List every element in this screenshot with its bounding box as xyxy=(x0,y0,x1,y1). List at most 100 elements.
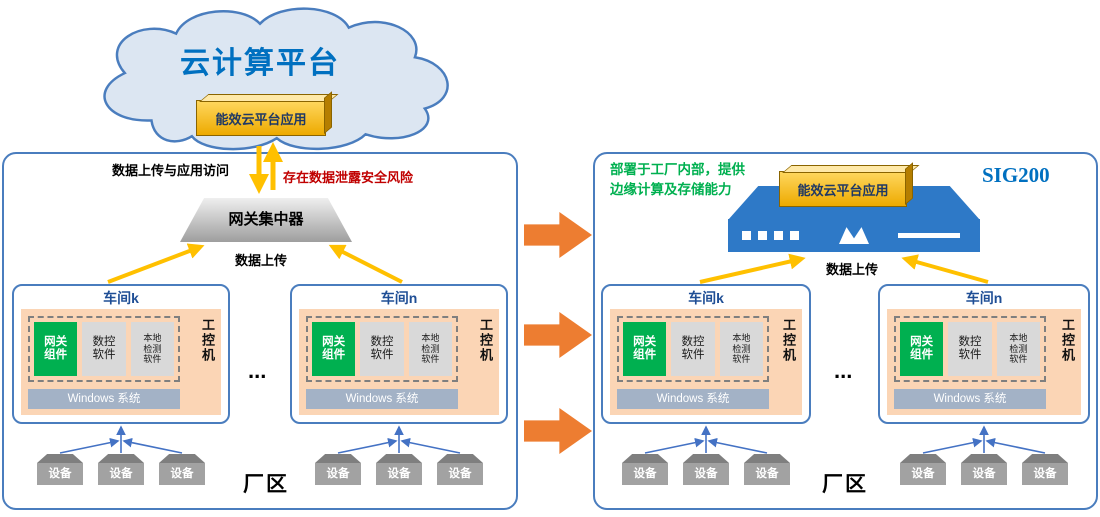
software-group: 网关 组件 数控 软件 本地 检测 软件 xyxy=(894,316,1046,382)
chip-line: 网关 xyxy=(910,335,934,348)
software-group: 网关 组件 数控 软件 本地 检测 软件 xyxy=(28,316,180,382)
device-roof xyxy=(622,454,668,463)
chip-line: 组件 xyxy=(322,349,346,361)
device-box: 设备 xyxy=(683,454,729,485)
cloud-shape xyxy=(103,7,449,151)
device-roof xyxy=(315,454,361,463)
device-box: 设备 xyxy=(315,454,361,485)
vent-slot xyxy=(898,233,960,238)
device-box: 设备 xyxy=(900,454,946,485)
cnc-software-chip: 数控 软件 xyxy=(82,322,126,376)
flow-arrow xyxy=(524,312,592,358)
device-box: 设备 xyxy=(622,454,668,485)
device-box: 设备 xyxy=(961,454,1007,485)
device-roof xyxy=(683,454,729,463)
device-box: 设备 xyxy=(98,454,144,485)
chip-line: 网关 xyxy=(633,335,657,348)
windows-os-bar: Windows 系统 xyxy=(306,389,458,409)
local-detect-chip: 本地 检测 软件 xyxy=(408,322,452,376)
ipc-label: 工控机 xyxy=(200,318,215,363)
chip-line: 检测 xyxy=(1009,343,1028,354)
device-logo xyxy=(839,227,869,244)
workshop-title: 车间k xyxy=(103,290,139,306)
device-label: 设备 xyxy=(437,463,483,485)
device-label: 设备 xyxy=(622,463,668,485)
device-roof xyxy=(1022,454,1068,463)
software-group: 网关 组件 数控 软件 本地 检测 软件 xyxy=(306,316,458,382)
ipc-label: 工控机 xyxy=(478,318,493,363)
device-label: 设备 xyxy=(744,463,790,485)
ethernet-port xyxy=(758,231,767,240)
chip-line: 本地 xyxy=(143,332,162,343)
cnc-software-chip: 数控 软件 xyxy=(948,322,992,376)
sig200-label: SIG200 xyxy=(982,163,1050,187)
upload-access-label: 数据上传与应用访问 xyxy=(112,163,230,178)
device-box: 设备 xyxy=(1022,454,1068,485)
right-upload-label: 数据上传 xyxy=(826,262,879,277)
chip-line: 本地 xyxy=(1009,332,1028,343)
gateway-front-face xyxy=(728,219,980,252)
local-detect-chip: 本地 检测 软件 xyxy=(719,322,763,376)
chip-line: 网关 xyxy=(322,335,346,348)
device-roof xyxy=(159,454,205,463)
workshop-title: 车间n xyxy=(380,290,418,306)
ethernet-port xyxy=(742,231,751,240)
local-detect-chip: 本地 检测 软件 xyxy=(130,322,174,376)
windows-os-bar: Windows 系统 xyxy=(617,389,769,409)
gateway-component-chip: 网关 组件 xyxy=(34,322,78,376)
device-roof xyxy=(376,454,422,463)
deploy-note-line1: 部署于工厂内部，提供 xyxy=(610,162,745,177)
flow-arrow xyxy=(524,408,592,454)
chip-line: 数控 xyxy=(958,335,982,348)
device-roof xyxy=(37,454,83,463)
ipc-panel: 网关 组件 数控 软件 本地 检测 软件 工控机 Windows 系统 xyxy=(610,309,802,415)
chip-line: 软件 xyxy=(732,354,751,365)
workshop-right-n: 车间n 网关 组件 数控 软件 本地 检测 软件 工控机 Windows 系统 xyxy=(878,284,1090,424)
cloud-platform: 云计算平台 xyxy=(55,4,465,152)
chip-line: 软件 xyxy=(1009,354,1028,365)
ethernet-port xyxy=(790,231,799,240)
gateway-component-chip: 网关 组件 xyxy=(623,322,667,376)
device-roof xyxy=(98,454,144,463)
chip-line: 检测 xyxy=(143,343,162,354)
deploy-note-line2: 边缘计算及存储能力 xyxy=(610,182,732,197)
chip-line: 网关 xyxy=(44,335,68,348)
chip-line: 软件 xyxy=(92,349,116,361)
workshop-left-n: 车间n 网关 组件 数控 软件 本地 检测 软件 工控机 Windows 系统 xyxy=(290,284,508,424)
device-label: 设备 xyxy=(98,463,144,485)
chip-line: 软件 xyxy=(143,354,162,365)
risk-label: 存在数据泄露安全风险 xyxy=(283,170,414,185)
chip-line: 本地 xyxy=(732,332,751,343)
chip-line: 数控 xyxy=(92,335,116,348)
device-label: 设备 xyxy=(1022,463,1068,485)
windows-os-bar: Windows 系统 xyxy=(28,389,180,409)
edge-app-box: 能效云平台应用 xyxy=(779,171,907,207)
left-upload-label: 数据上传 xyxy=(235,253,288,268)
ipc-label: 工控机 xyxy=(1060,318,1075,363)
chip-line: 软件 xyxy=(370,349,394,361)
device-label: 设备 xyxy=(37,463,83,485)
device-label: 设备 xyxy=(159,463,205,485)
flow-arrow xyxy=(524,212,592,258)
device-label: 设备 xyxy=(961,463,1007,485)
cloud-app-box: 能效云平台应用 xyxy=(196,100,326,136)
gateway-concentrator: 网关集中器 xyxy=(180,198,352,242)
workshop-title: 车间k xyxy=(688,290,724,306)
chip-line: 数控 xyxy=(370,335,394,348)
gateway-component-chip: 网关 组件 xyxy=(900,322,944,376)
right-ellipsis: ... xyxy=(834,358,853,383)
device-box: 设备 xyxy=(744,454,790,485)
device-label: 设备 xyxy=(376,463,422,485)
left-ellipsis: ... xyxy=(248,358,267,383)
gateway-component-chip: 网关 组件 xyxy=(312,322,356,376)
device-roof xyxy=(961,454,1007,463)
device-box: 设备 xyxy=(376,454,422,485)
device-label: 设备 xyxy=(683,463,729,485)
ipc-panel: 网关 组件 数控 软件 本地 检测 软件 工控机 Windows 系统 xyxy=(299,309,499,415)
device-roof xyxy=(744,454,790,463)
chip-line: 数控 xyxy=(681,335,705,348)
software-group: 网关 组件 数控 软件 本地 检测 软件 xyxy=(617,316,769,382)
chip-line: 检测 xyxy=(732,343,751,354)
ipc-panel: 网关 组件 数控 软件 本地 检测 软件 工控机 Windows 系统 xyxy=(887,309,1081,415)
